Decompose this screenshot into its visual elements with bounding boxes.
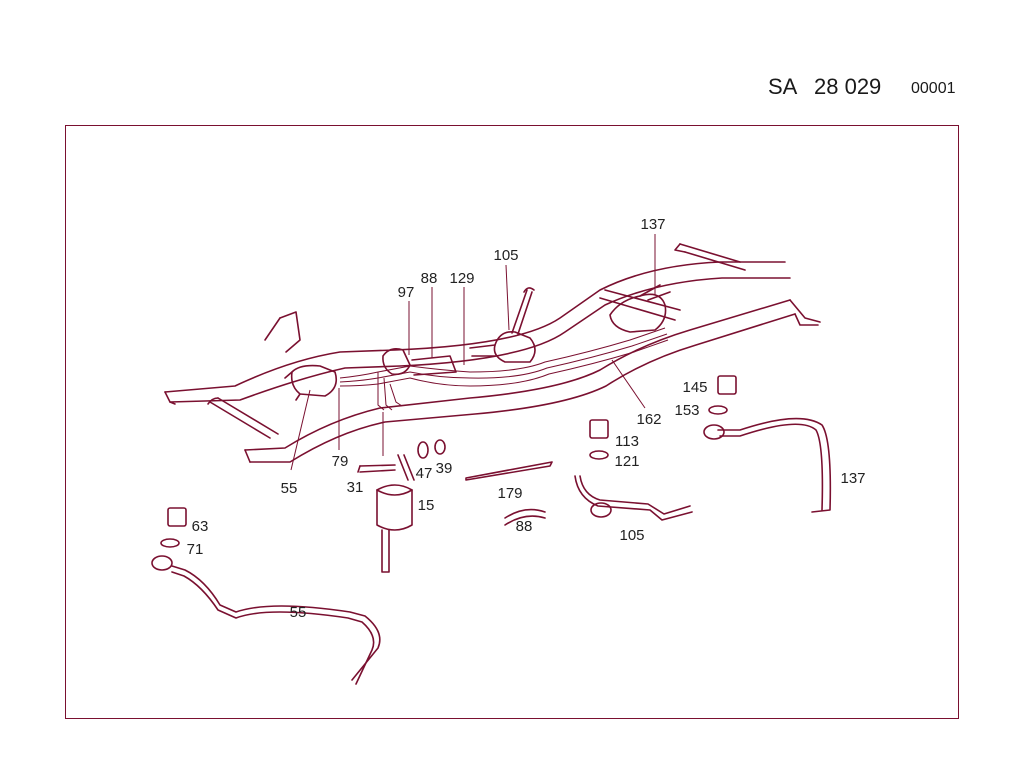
drawing-group-number: 28 029 [814, 74, 882, 99]
diagram-frame [65, 125, 959, 719]
callout-47: 47 [416, 465, 433, 482]
loose-parts [151, 375, 832, 685]
callout-15: 15 [418, 497, 435, 514]
callout-88-upper: 88 [421, 270, 438, 287]
callout-137-lower: 137 [840, 470, 865, 487]
leader-lines [290, 234, 656, 471]
callout-137-upper: 137 [640, 216, 665, 233]
drivetrain-components [284, 284, 671, 401]
callout-129: 129 [449, 270, 474, 287]
callout-97: 97 [398, 284, 415, 301]
callout-55-lower: 55 [290, 604, 307, 621]
drawing-group-prefix: SA [768, 74, 798, 99]
drawing-sheet-number: 00001 [911, 80, 956, 97]
callout-63: 63 [192, 518, 209, 535]
callout-145: 145 [682, 379, 707, 396]
brake-line-run [339, 327, 669, 411]
callout-71: 71 [187, 541, 204, 558]
drawing-header: SA 28 029 00001 [0, 0, 1024, 110]
callout-labels: 137 105 88 129 97 162 145 153 113 121 13… [187, 216, 866, 621]
callout-31: 31 [347, 479, 364, 496]
callout-105-upper: 105 [493, 247, 518, 264]
chassis-frame [164, 243, 821, 463]
callout-79: 79 [332, 453, 349, 470]
callout-153: 153 [674, 402, 699, 419]
callout-113: 113 [615, 433, 639, 450]
callout-88-lower: 88 [516, 518, 533, 535]
callout-55-upper: 55 [281, 480, 298, 497]
callout-105-lower: 105 [619, 527, 644, 544]
callout-39: 39 [436, 460, 453, 477]
callout-121: 121 [614, 453, 639, 470]
callout-162: 162 [636, 411, 661, 428]
callout-179: 179 [497, 485, 522, 502]
